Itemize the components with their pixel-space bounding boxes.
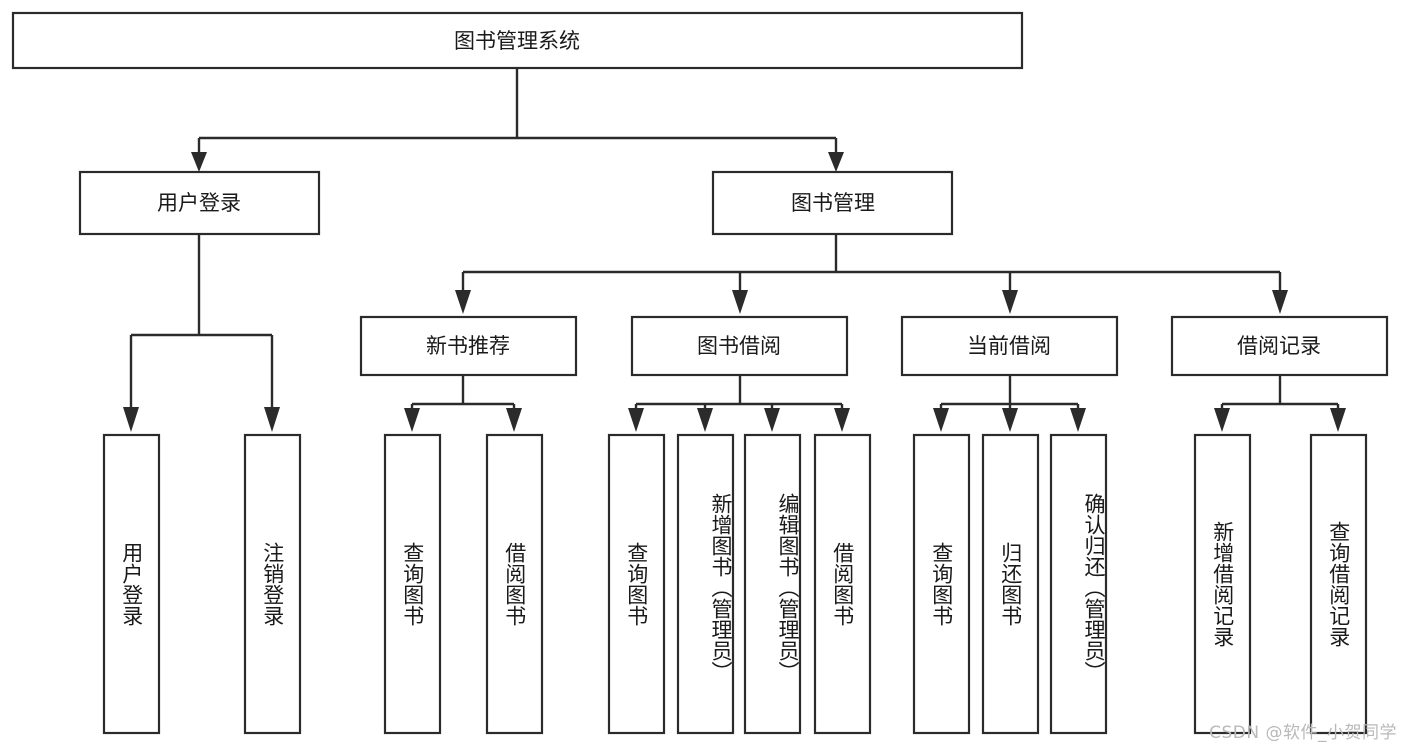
arrowhead-borrowrecord-leaf-1 (1214, 408, 1230, 432)
node-book-borrowing-label: 图书借阅 (697, 334, 781, 358)
leaf-box-user-login[interactable] (102, 433, 161, 735)
node-root-label: 图书管理系统 (454, 29, 580, 53)
node-current-borrowing-box[interactable] (900, 315, 1119, 377)
arrowhead-book-borrow (732, 290, 748, 314)
arrowhead-bookborrow-leaf-1 (628, 408, 644, 432)
leaf-box-query-book-2[interactable] (607, 433, 666, 735)
arrowhead-borrow-record (1272, 290, 1288, 314)
leaf-box-borrow-book-1[interactable] (485, 433, 544, 735)
leaf-box-return-book[interactable] (981, 433, 1040, 735)
node-book-borrowing-box[interactable] (630, 315, 849, 377)
node-book-management-box[interactable] (711, 170, 954, 236)
arrowhead-bookborrow-leaf-2 (697, 408, 713, 432)
arrowhead-borrowrecord-leaf-2 (1330, 408, 1346, 432)
node-root[interactable]: 图书管理系统 (11, 11, 1024, 70)
node-new-book-recommendation-box[interactable] (359, 315, 578, 377)
leaf-box-add-book-admin[interactable] (676, 433, 735, 735)
arrowhead-currentborrow-leaf-2 (1002, 408, 1018, 432)
leaf-box-layer (102, 433, 1368, 735)
arrowhead-leaf-logout (264, 407, 280, 432)
leaf-box-confirm-return-admin[interactable] (1049, 433, 1108, 735)
node-user-login-box[interactable] (78, 170, 321, 236)
node-new-book-recommendation[interactable]: 新书推荐 (359, 315, 578, 377)
leaf-box-logout[interactable] (243, 433, 302, 735)
leaf-box-query-borrow-record[interactable] (1309, 433, 1368, 735)
arrowhead-currentborrow-leaf-1 (933, 408, 949, 432)
arrowhead-bookborrow-leaf-4 (834, 408, 850, 432)
leaf-box-borrow-book-2[interactable] (813, 433, 872, 735)
node-current-borrowing-label: 当前借阅 (967, 334, 1051, 358)
node-book-management-label: 图书管理 (791, 191, 875, 215)
node-current-borrowing[interactable]: 当前借阅 (900, 315, 1119, 377)
node-root-box[interactable] (11, 11, 1024, 70)
node-book-borrowing[interactable]: 图书借阅 (630, 315, 849, 377)
leaf-box-edit-book-admin[interactable] (743, 433, 802, 735)
arrowhead-new-book-rec (455, 290, 471, 314)
leaf-box-query-book-1[interactable] (383, 433, 442, 735)
node-user-login-label: 用户登录 (157, 191, 241, 215)
arrowhead-newbook-leaf-1 (404, 408, 420, 432)
arrowhead-user-login (191, 152, 207, 172)
csdn-watermark: CSDN @软件_小贺同学 (1209, 723, 1397, 743)
arrowhead-newbook-leaf-2 (506, 408, 522, 432)
node-borrowing-record-box[interactable] (1170, 315, 1389, 377)
edge-layer (123, 68, 1346, 432)
node-borrowing-record[interactable]: 借阅记录 (1170, 315, 1389, 377)
arrowhead-bookborrow-leaf-3 (764, 408, 780, 432)
arrowhead-leaf-user-login (123, 407, 139, 432)
arrowhead-book-mgmt (828, 152, 844, 172)
leaf-box-query-book-3[interactable] (912, 433, 971, 735)
arrowhead-currentborrow-leaf-3 (1070, 408, 1086, 432)
node-new-book-recommendation-label: 新书推荐 (426, 334, 510, 358)
node-book-management[interactable]: 图书管理 (711, 170, 954, 236)
arrowhead-current-borrow (1002, 290, 1018, 314)
leaf-box-add-borrow-record[interactable] (1193, 433, 1252, 735)
node-user-login[interactable]: 用户登录 (78, 170, 321, 236)
node-borrowing-record-label: 借阅记录 (1237, 334, 1321, 358)
